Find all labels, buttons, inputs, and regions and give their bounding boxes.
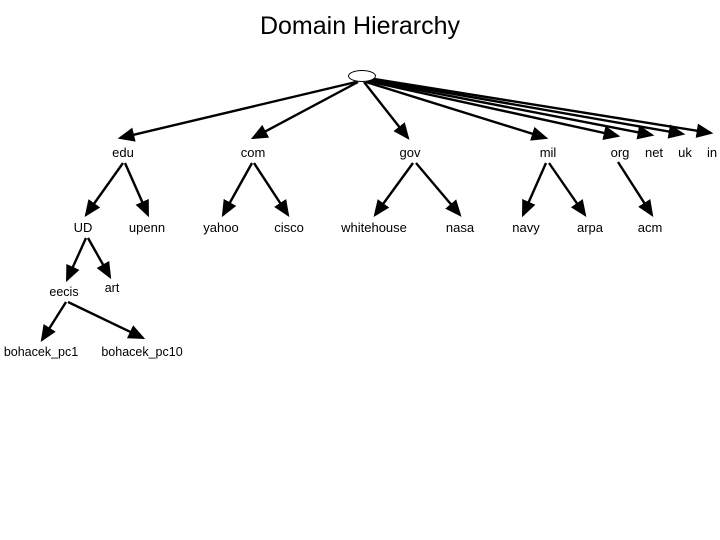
edge-mil-navy bbox=[521, 162, 548, 218]
edge-root-in bbox=[367, 76, 714, 138]
node-mil[interactable]: mil bbox=[539, 145, 557, 160]
edge-com-cisco bbox=[252, 162, 290, 218]
edge-gov-nasa bbox=[415, 162, 462, 217]
node-arpa[interactable]: arpa bbox=[576, 220, 604, 235]
root-node-ellipse[interactable] bbox=[348, 70, 376, 82]
edge-root-com bbox=[250, 80, 359, 140]
node-upenn[interactable]: upenn bbox=[128, 220, 166, 235]
edge-edu-upenn bbox=[123, 162, 150, 218]
edge-eecis-bohacek-pc10 bbox=[67, 300, 146, 340]
edge-edu-ud bbox=[84, 162, 124, 217]
edge-org-acm bbox=[616, 161, 654, 218]
node-yahoo[interactable]: yahoo bbox=[203, 220, 239, 235]
edge-ud-eecis bbox=[65, 237, 88, 283]
node-cisco[interactable]: cisco bbox=[274, 220, 304, 235]
node-navy[interactable]: navy bbox=[512, 220, 540, 235]
edge-root-uk bbox=[367, 77, 686, 139]
edge-mil-arpa bbox=[548, 162, 587, 217]
node-org[interactable]: org bbox=[610, 145, 630, 160]
node-net[interactable]: net bbox=[644, 145, 664, 160]
node-nasa[interactable]: nasa bbox=[445, 220, 475, 235]
node-bohacek-pc10[interactable]: bohacek_pc10 bbox=[101, 345, 183, 359]
edge-gov-whitehouse bbox=[373, 162, 414, 217]
edge-root-gov bbox=[363, 81, 410, 140]
node-acm[interactable]: acm bbox=[637, 220, 663, 235]
edge-root-net bbox=[366, 78, 655, 140]
node-art[interactable]: art bbox=[104, 281, 120, 295]
edge-eecis-bohacek-pc1 bbox=[40, 301, 68, 343]
node-uk[interactable]: uk bbox=[678, 145, 692, 160]
node-bohacek-pc1[interactable]: bohacek_pc1 bbox=[3, 345, 79, 359]
node-ud[interactable]: UD bbox=[73, 220, 93, 235]
node-whitehouse[interactable]: whitehouse bbox=[341, 220, 407, 235]
node-gov[interactable]: gov bbox=[399, 145, 421, 160]
node-edu[interactable]: edu bbox=[112, 145, 134, 160]
edge-com-yahoo bbox=[221, 162, 254, 218]
page-title: Domain Hierarchy bbox=[259, 12, 461, 40]
node-com[interactable]: com bbox=[240, 145, 266, 160]
node-in[interactable]: in bbox=[706, 145, 718, 160]
edge-root-mil bbox=[365, 80, 549, 141]
edge-root-org bbox=[366, 79, 621, 140]
edge-root-edu bbox=[117, 80, 357, 142]
node-eecis[interactable]: eecis bbox=[49, 285, 79, 299]
edge-ud-art bbox=[86, 237, 112, 280]
